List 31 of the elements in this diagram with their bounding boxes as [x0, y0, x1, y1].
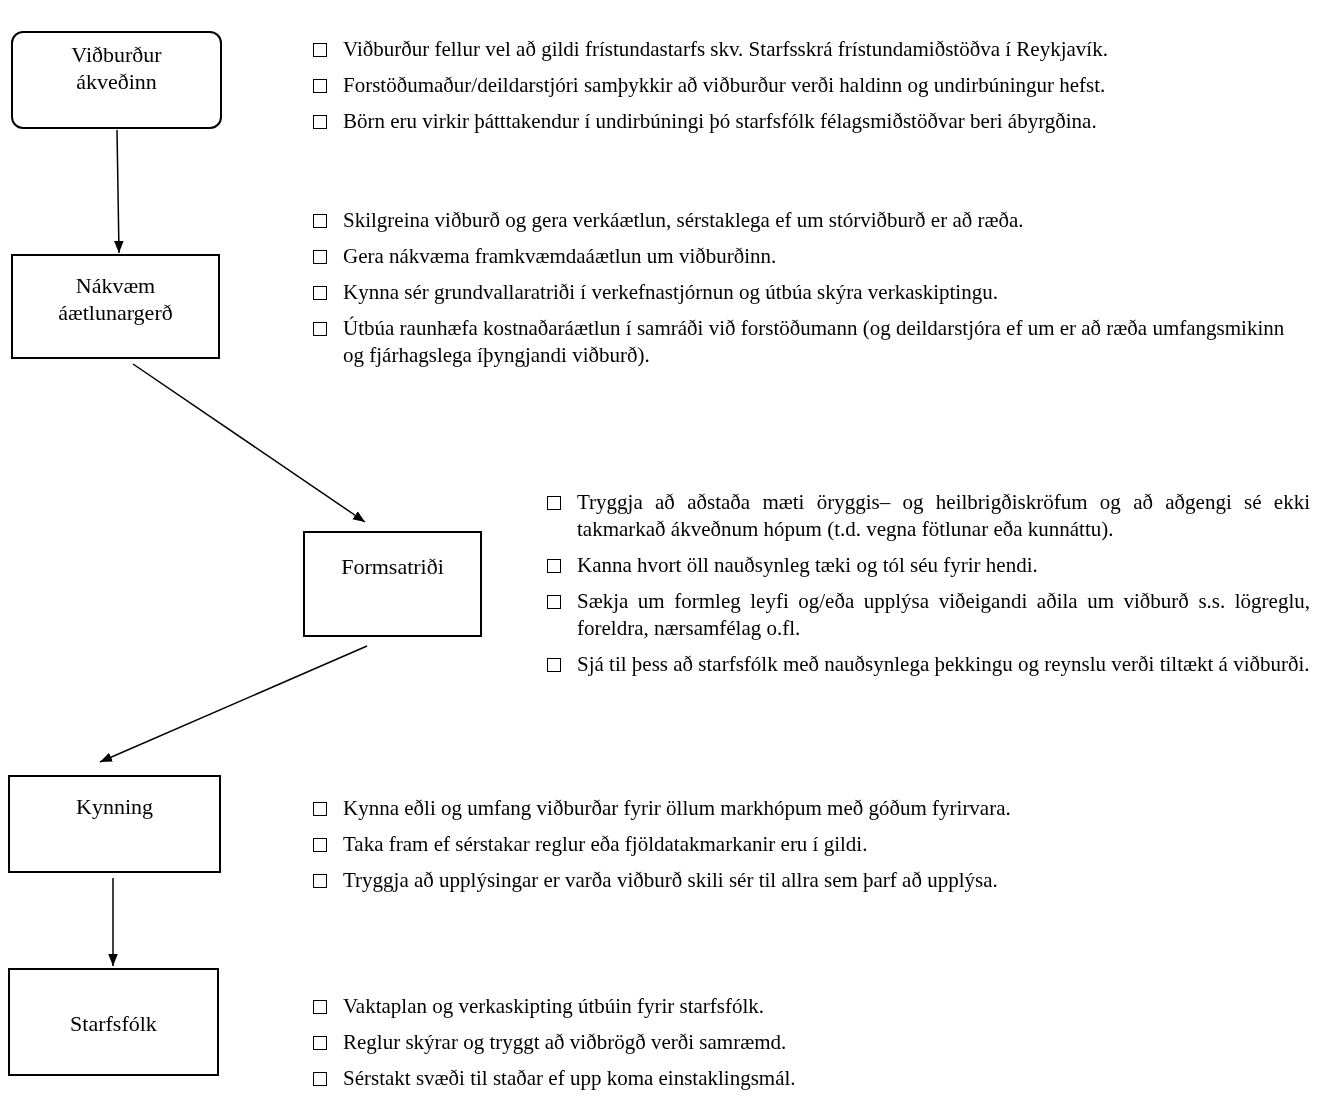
checklist-item: Útbúa raunhæfa kostnaðaráætlun í samráði við forstöðumann (og deildarstjóra ef um er að ræða umfangsmikinn og fjárhagslega íþyngjandi viðburð). [343, 315, 1286, 369]
process-box [8, 968, 219, 1076]
step-title: Starfsfólk [70, 1010, 157, 1037]
arrow [99, 645, 368, 763]
checklist-item: Börn eru virkir þátttakendur í undirbúningi þó starfsfólk félagsmiðstöðvar beri ábyrgðina. [343, 108, 1098, 135]
process-box [8, 775, 221, 873]
process-box [11, 254, 220, 359]
step-title: Kynning [76, 793, 153, 820]
checklist-item: Tryggja að upplýsingar er varða viðburð skili sér til allra sem þarf að upplýsa. [343, 867, 999, 894]
arrow [108, 877, 118, 967]
arrow [132, 363, 366, 523]
checklist-item: Kanna hvort öll nauðsynleg tæki og tól séu fyrir hendi. [577, 552, 1039, 579]
checklist-item: Vaktaplan og verkaskipting útbúin fyrir starfsfólk. [343, 993, 766, 1020]
checklist-item: Reglur skýrar og tryggt að viðbrögð verði samræmd. [343, 1029, 788, 1056]
start-box [11, 31, 222, 129]
checklist-item: Sjá til þess að starfsfólk með nauðsynlega þekkingu og reynslu verði tiltækt á viðburði. [577, 651, 1310, 678]
step-title: Formsatriði [341, 553, 444, 580]
checklist-item: Kynna eðli og umfang viðburðar fyrir öllum markhópum með góðum fyrirvara. [343, 795, 1012, 822]
checklist-item: Kynna sér grundvallaratriði í verkefnastjórnun og útbúa skýra verkaskiptingu. [343, 279, 999, 306]
arrow [114, 129, 124, 254]
checklist-item: Viðburður fellur vel að gildi frístundastarfs skv. Starfsskrá frístundamiðstöðva í Reykjavík. [343, 36, 1109, 63]
process-box [303, 531, 482, 637]
checklist-item: Tryggja að aðstaða mæti öryggis– og heilbrigðiskröfum og að aðgengi sé ekki takmarkað ákveðnum hópum (t.d. vegna fötlunar eða kunnáttu). [577, 489, 1310, 543]
checklist-item: Taka fram ef sérstakar reglur eða fjöldatakmarkanir eru í gildi. [343, 831, 869, 858]
checklist-item: Sérstakt svæði til staðar ef upp koma einstaklingsmál. [343, 1065, 797, 1092]
step-title: Nákvæm áætlunargerð [57, 272, 174, 326]
checklist-item: Gera nákvæma framkvæmdaáætlun um viðburðinn. [343, 243, 778, 270]
checklist-item: Skilgreina viðburð og gera verkáætlun, sérstaklega ef um stórviðburð er að ræða. [343, 207, 1025, 234]
checklist-item: Forstöðumaður/deildarstjóri samþykkir að viðburður verði haldinn og undirbúningur hefst. [343, 72, 1107, 99]
step-title: Viðburður ákveðinn [70, 41, 163, 95]
checklist-item: Sækja um formleg leyfi og/eða upplýsa viðeigandi aðila um viðburð s.s. lögreglu, foreldra, nærsamfélag o.fl. [577, 588, 1310, 642]
